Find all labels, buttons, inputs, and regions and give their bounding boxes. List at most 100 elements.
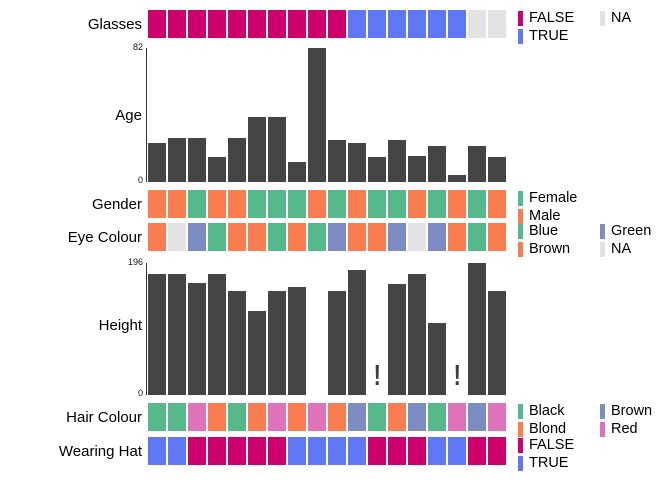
eye_colour-tile-3-green [187,223,207,251]
row-label-eye-colour: Eye Colour [67,229,142,246]
wearing_hat-tile-11-true [347,437,367,465]
glasses-tile-5-false [227,10,247,38]
wearing_hat-tile-1-true [147,437,167,465]
legend-label: Brown [529,240,571,257]
legend-label: NA [611,240,632,257]
age-bar-11 [347,142,367,182]
wearing_hat-tile-17-false [467,437,487,465]
legend-swatch-icon [518,404,523,419]
hair_colour-tile-11-brown [347,403,367,431]
age-bar-3 [187,137,207,182]
height-bar-18 [487,291,507,395]
height-missing-marker-12: ! [373,360,381,392]
wearing_hat-tile-16-true [447,437,467,465]
legend-label: Green [611,223,652,240]
wearing_hat-tile-15-true [427,437,447,465]
eye_colour-tile-18-brown [487,223,507,251]
wearing_hat-tile-7-false [267,437,287,465]
age-bar-15 [427,146,447,182]
legend-swatch-icon [600,11,605,26]
glasses-legend-false: FALSE [518,11,574,26]
height-bar-7 [267,291,287,395]
hair_colour-tile-7-red [267,403,287,431]
hair_colour-tile-13-blond [387,403,407,431]
age-bar-4 [207,157,227,182]
eye_colour-tile-15-green [427,223,447,251]
height-bar-3 [187,282,207,395]
age-axis-zero-label: 0 [137,175,143,185]
gender-tile-15-female [427,190,447,218]
age-bar-12 [367,157,387,182]
gender-tile-16-male [447,190,467,218]
legend-swatch-icon [518,11,523,26]
glasses-tile-3-false [187,10,207,38]
gender-tile-8-female [287,190,307,218]
gender-tile-13-female [387,190,407,218]
eye_colour-tile-8-brown [287,223,307,251]
glasses-tile-4-false [207,10,227,38]
hair_colour-tile-12-black [367,403,387,431]
eye_colour-tile-5-brown [227,223,247,251]
glasses-legend-true: TRUE [518,28,568,44]
gender-tile-1-male [147,190,167,218]
height-bar-10 [327,291,347,395]
hair_colour-legend-brown: Brown [600,404,652,419]
gender-tile-2-male [167,190,187,218]
age-bar-7 [267,116,287,182]
hair_colour-tile-14-brown [407,403,427,431]
glasses-tile-1-false [147,10,167,38]
eye_colour-tile-14-na [407,223,427,251]
gender-tile-11-male [347,190,367,218]
age-bar-6 [247,116,267,182]
wearing_hat-tile-5-false [227,437,247,465]
legend-swatch-icon [518,191,523,206]
glasses-legend-na: NA [600,11,631,26]
gender-tile-18-male [487,190,507,218]
glasses-tile-18-na [487,10,507,38]
gender-tile-4-male [207,190,227,218]
hair_colour-tile-16-red [447,403,467,431]
height-bar-13 [387,283,407,395]
row-label-glasses: Glasses [87,16,142,33]
wearing_hat-legend-false: FALSE [518,438,574,453]
row-label-hair-colour: Hair Colour [66,409,142,426]
age-bar-13 [387,139,407,182]
legend-label: FALSE [529,437,575,454]
height-bar-15 [427,322,447,395]
wearing_hat-tile-14-false [407,437,427,465]
height-bar-17 [467,263,487,395]
height-y-axis [146,263,147,395]
height-bar-5 [227,291,247,395]
gender-tile-5-male [227,190,247,218]
age-bar-5 [227,137,247,182]
height-bar-11 [347,270,367,395]
gender-legend-male: Male [518,208,560,224]
eye_colour-tile-2-na [167,223,187,251]
eye_colour-tile-16-brown [447,223,467,251]
wearing_hat-tile-9-true [307,437,327,465]
age-bar-9 [307,48,327,182]
row-label-age: Age [115,107,142,124]
age-bar-2 [167,137,187,182]
legend-swatch-icon [518,208,523,224]
hair_colour-legend-red: Red [600,421,638,437]
legend-label: Female [529,190,578,207]
eye_colour-tile-11-brown [347,223,367,251]
gender-tile-17-female [467,190,487,218]
hair_colour-tile-5-black [227,403,247,431]
glasses-tile-14-true [407,10,427,38]
eye_colour-legend-brown: Brown [518,240,571,257]
hair_colour-tile-10-blond [327,403,347,431]
legend-swatch-icon [600,421,605,437]
eye_colour-tile-4-blue [207,223,227,251]
height-missing-marker-16: ! [453,360,461,392]
eye_colour-tile-17-blue [467,223,487,251]
gender-tile-10-female [327,190,347,218]
wearing_hat-tile-18-false [487,437,507,465]
age-bar-18 [487,157,507,182]
legend-label: TRUE [529,454,569,471]
glasses-tile-6-false [247,10,267,38]
hair_colour-legend-blond: Blond [518,421,566,437]
age-bar-16 [447,175,467,182]
age-y-axis [146,48,147,182]
